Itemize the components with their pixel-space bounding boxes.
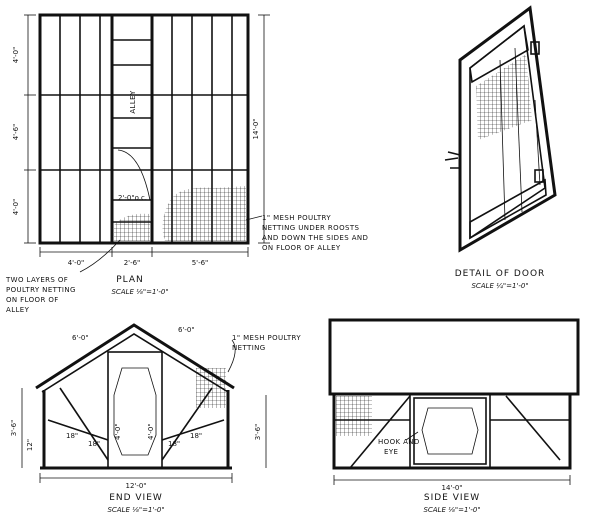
end-roof <box>35 323 235 390</box>
plan-dim-bottom-1: 4'-0" <box>68 259 85 267</box>
end-scale: SCALE ⅛"=1'-0" <box>107 506 164 514</box>
side-scale: SCALE ⅛"=1'-0" <box>423 506 480 514</box>
door-scale: SCALE ¼"=1'-0" <box>471 282 528 290</box>
end-dim-right: 3'-6" <box>254 424 262 441</box>
end-inner-dim-4: 18" <box>190 432 202 440</box>
plan-mesh-note-4: ON FLOOR OF ALLEY <box>262 244 341 252</box>
plan-netting-note-2: POULTRY NETTING <box>6 286 76 294</box>
door-title: DETAIL OF DOOR <box>455 269 546 279</box>
alley-label: ALLEY <box>129 90 137 114</box>
plan-left-dimension: 4'-0" 4'-6" 4'-0" <box>12 14 36 244</box>
end-mesh <box>196 368 226 408</box>
plan-netting-note-3: ON FLOOR OF <box>6 296 59 304</box>
end-view: 6'-0" 6'-0" 18" 18" 18" 18" 4'-0" 4'-0" … <box>10 323 301 514</box>
end-title: END VIEW <box>109 493 163 503</box>
plan-right-dimension: 14'-0" <box>252 14 270 244</box>
end-inner-dim-1: 18" <box>66 432 78 440</box>
end-dim-left-small: 12" <box>26 439 34 451</box>
plan-view: ALLEY 2'-0"o.c. 4'-0" 4'-6" 4'-0" 14'-0" <box>5 13 368 314</box>
side-mesh <box>336 396 372 436</box>
end-mesh-note-2: NETTING <box>232 344 266 352</box>
plan-dim-right: 14'-0" <box>252 118 260 139</box>
side-hook-label-2: EYE <box>384 448 398 456</box>
plan-dim-left-3: 4'-0" <box>12 199 20 216</box>
side-roof <box>328 318 580 396</box>
end-inner-dim-5: 4'-0" <box>114 423 122 440</box>
alley-floor-netting <box>114 213 150 241</box>
side-title: SIDE VIEW <box>424 493 480 503</box>
door-hinge-bottom <box>534 169 544 183</box>
side-dim-bottom: 14'-0" <box>441 484 462 492</box>
end-inner-dim-3: 18" <box>168 440 180 448</box>
plan-title: PLAN <box>116 275 144 285</box>
plan-mesh-note-2: NETTING UNDER ROOSTS <box>262 224 360 232</box>
plan-dim-bottom-2: 2'-6" <box>124 259 141 267</box>
plan-mesh-note-1: 1" MESH POULTRY <box>262 214 331 222</box>
door-outline <box>458 5 557 253</box>
end-dim-roof-left: 6'-0" <box>72 334 89 342</box>
end-dim-roof-right: 6'-0" <box>178 326 195 334</box>
door-detail: DETAIL OF DOOR SCALE ¼"=1'-0" <box>444 5 557 290</box>
end-inner-dim-6: 4'-0" <box>147 423 155 440</box>
door-hinge-top <box>530 41 540 55</box>
plan-mesh-netting <box>162 186 246 241</box>
plan-mesh-note-3: AND DOWN THE SIDES AND <box>262 234 368 242</box>
plan-dim-left-2: 4'-6" <box>12 124 20 141</box>
plan-bottom-dimension: 4'-0" 2'-6" 5'-6" <box>39 247 249 267</box>
plan-scale: SCALE ⅛"=1'-0" <box>111 288 168 296</box>
door-mesh <box>476 54 532 140</box>
plan-outer-wall <box>38 13 250 245</box>
plan-dim-bottom-3: 5'-6" <box>192 259 209 267</box>
end-door-frame <box>107 351 163 469</box>
end-dim-left: 3'-6" <box>10 420 18 437</box>
side-door <box>413 397 487 465</box>
door-latch-icon <box>444 151 461 169</box>
plan-netting-note-1: TWO LAYERS OF <box>5 276 68 284</box>
side-view: HOOK AND EYE 14'-0" SIDE VIEW SCALE ⅛"=1… <box>328 318 580 514</box>
end-inner-dim-2: 18" <box>88 440 100 448</box>
end-dim-bottom: 12'-0" <box>125 482 146 490</box>
spacing-label: 2'-0"o.c. <box>118 194 147 202</box>
side-hook-label-1: HOOK AND <box>378 438 420 446</box>
plan-dim-left-1: 4'-0" <box>12 47 20 64</box>
end-mesh-note-1: 1" MESH POULTRY <box>232 334 301 342</box>
plan-netting-note-4: ALLEY <box>6 306 30 314</box>
